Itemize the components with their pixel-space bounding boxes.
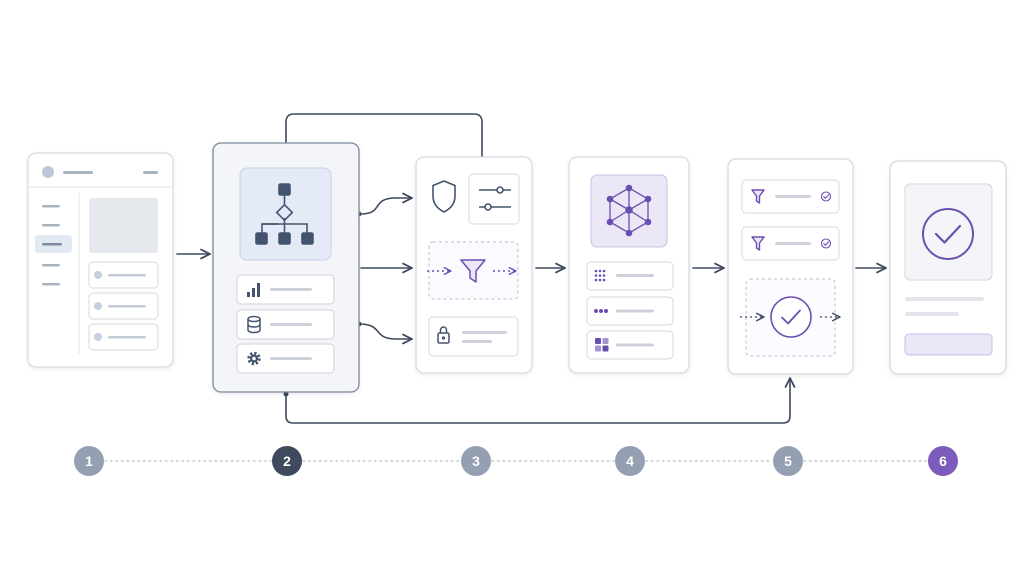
bar-chart-icon: [247, 283, 260, 297]
step-2[interactable]: 2: [272, 446, 302, 476]
lock-row[interactable]: [428, 316, 519, 357]
step-5[interactable]: 5: [773, 446, 803, 476]
avatar-icon: [42, 166, 54, 178]
sliders-icon: [479, 186, 511, 211]
loop-bottom-connector: [285, 377, 796, 424]
panel-1-app-window: [27, 152, 174, 368]
gear-icon: [247, 351, 261, 366]
step-indicator: 1 2 3 4 5 6: [74, 446, 958, 476]
step-number: 2: [283, 453, 291, 469]
step-number: 4: [626, 453, 634, 469]
grid-dots-icon: [594, 269, 606, 282]
step-6[interactable]: 6: [928, 446, 958, 476]
image-placeholder: [89, 198, 158, 253]
list-items: [88, 261, 159, 351]
lock-icon: [437, 326, 450, 344]
step-number: 1: [85, 453, 93, 469]
step-1[interactable]: 1: [74, 446, 104, 476]
loop-top-connector: [285, 113, 483, 158]
hierarchy-icon: [255, 183, 314, 245]
step-4[interactable]: 4: [615, 446, 645, 476]
check-circle-icon: [770, 296, 812, 338]
tiles-icon: [595, 338, 609, 352]
funnel-icon: [751, 189, 765, 204]
step-number: 5: [784, 453, 792, 469]
panel-6-complete: [889, 160, 1007, 375]
confirm-button[interactable]: [904, 333, 993, 356]
panel-3-security-filter: [415, 156, 533, 374]
panel-2-orchestrator: [212, 142, 360, 393]
branch-bottom-connector: [358, 323, 413, 345]
check-circle-icon: [820, 191, 832, 202]
shield-icon: [432, 180, 456, 213]
panel-4-processing: [568, 156, 690, 374]
check-circle-icon: [922, 208, 974, 260]
funnel-icon: [751, 236, 765, 251]
step-number: 6: [939, 453, 947, 469]
three-dots-icon: [594, 309, 608, 313]
panel-5-validation: [727, 158, 854, 375]
funnel-icon: [460, 259, 486, 283]
check-circle-icon: [820, 238, 832, 249]
database-icon: [247, 315, 261, 334]
sidebar-nav: [35, 205, 72, 286]
step-number: 3: [472, 453, 480, 469]
network-nodes: [606, 184, 652, 237]
step-3[interactable]: 3: [461, 446, 491, 476]
